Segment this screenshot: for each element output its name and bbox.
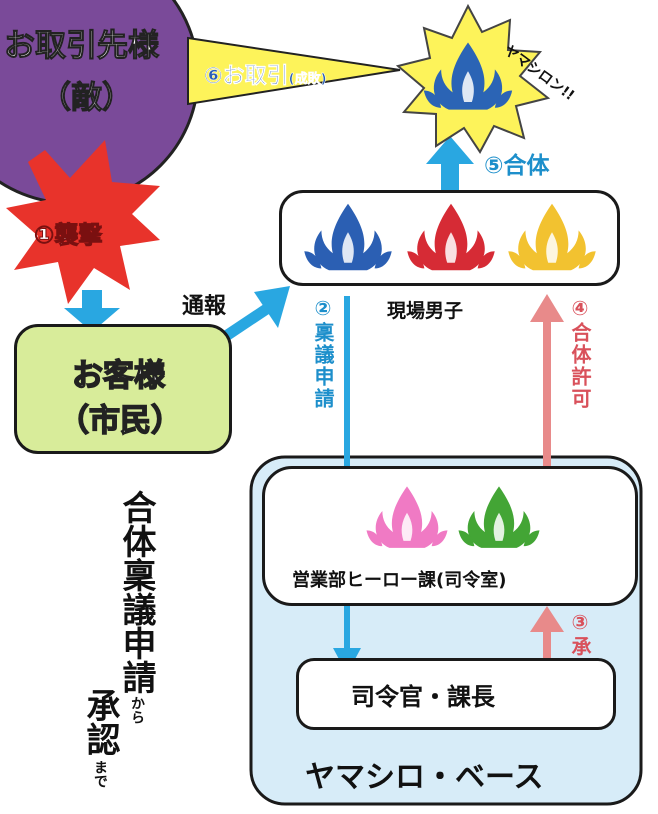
deal-label-main: ⑥お取引 [204,64,289,90]
approve-merge-arrow [530,294,564,322]
deal-label: ⑥お取引(成敗) [204,58,327,90]
side-text-made: まで [92,760,108,788]
customer-name: お客様 [71,357,166,395]
report-label: 通報 [182,294,227,319]
field-staff-label: 現場男子 [387,300,464,322]
attack-burst [6,140,160,304]
merge-arrow [426,136,474,164]
red-flame-icon [407,203,495,271]
yellow-flame-icon [508,203,596,271]
base-label: ヤマシロ・ベース [305,760,544,795]
report-arrow [254,286,290,328]
commander-box [296,658,616,730]
approve-arrow [530,606,564,632]
deal-label-sub: (成敗) [288,72,327,88]
customer-box [14,324,232,454]
enemy-name: お取引先様 [4,28,160,65]
hero-dept-label: 営業部ヒーロー課(司令室) [292,570,507,591]
pink-flame-icon [366,486,448,548]
deal-beam [187,36,401,106]
side-text-approve: 承認 [80,688,120,756]
merge-label: ⑤合体 [484,153,550,179]
attack-arrow [64,290,120,332]
side-text-main: 合体稟議申請 [116,490,156,694]
approve-merge-label: ④合体許可 [568,296,592,410]
enemy-sub: （敵） [40,80,134,117]
proposal-label: ②稟議申請 [311,296,335,410]
blue-flame-icon [304,203,392,271]
customer-sub: （市民） [57,402,183,440]
hero-dept-box [262,466,638,606]
commander-label: 司令官・課長 [351,683,495,711]
green-flame-icon [458,486,540,548]
attack-label: ①襲撃 [33,221,103,250]
side-text-kara: から [129,696,145,724]
